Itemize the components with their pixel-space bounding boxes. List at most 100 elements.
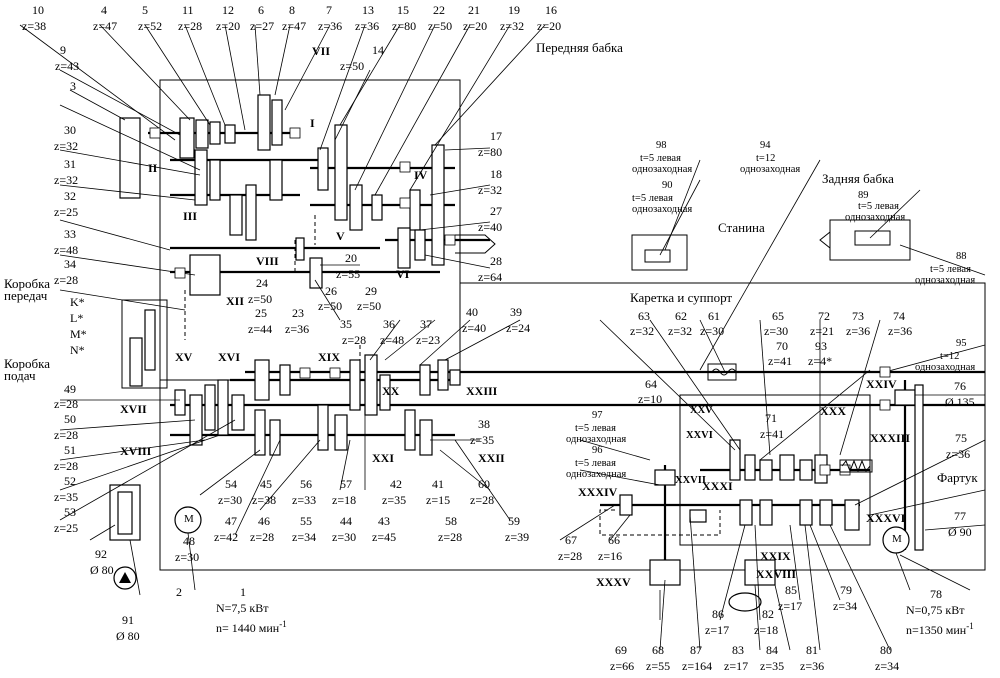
gear-number: 7: [326, 3, 332, 17]
gear-teeth: z=20: [463, 19, 488, 33]
gear-teeth: z=21: [810, 324, 835, 338]
headstock-title: Передняя бабка: [536, 40, 623, 55]
gear-number: 9: [60, 43, 66, 57]
shaft-label: VIII: [256, 254, 279, 268]
gear-teeth: z=50: [357, 299, 382, 313]
gear-teeth: z=28: [558, 549, 583, 563]
gear-teeth: z=32: [668, 324, 693, 338]
bed-frame: [159, 282, 986, 571]
motor-78-speed: n=1350 мин-1: [906, 621, 974, 637]
gear-teeth: z=10: [638, 392, 663, 406]
apron-title: Фартук: [937, 470, 978, 485]
screw-89-pitch: t=5 левая: [858, 201, 899, 212]
label-K: K*: [70, 295, 85, 309]
gearbox-block-K: [129, 337, 143, 387]
gear-number: 56: [300, 477, 312, 491]
gear-teeth: z=44: [248, 322, 273, 336]
gear-teeth: z=20: [216, 19, 241, 33]
carriage-title: Каретка и суппорт: [630, 290, 733, 305]
gear-teeth: z=30: [332, 530, 357, 544]
shaft-label: XXIV: [866, 377, 897, 391]
gear-teeth: z=25: [54, 521, 79, 535]
gear-teeth: z=36: [355, 19, 380, 33]
gear-number: 16: [545, 3, 557, 17]
gear-teeth: z=50: [248, 292, 273, 306]
screw-96-number: 96: [592, 445, 603, 456]
gear-number: 10: [32, 3, 44, 17]
gear-teeth: z=24: [506, 321, 531, 335]
shaft-label: XII: [226, 294, 245, 308]
shaft-label: XV: [175, 350, 193, 364]
gear-number: 3: [70, 79, 76, 93]
gear-number: 34: [64, 257, 76, 271]
screw-89-type: однозаходная: [845, 212, 906, 223]
spindle-nose: [455, 234, 496, 254]
gear-number: 67: [565, 533, 577, 547]
gear-teeth: z=32: [630, 324, 655, 338]
gear-teeth: z=35: [54, 490, 79, 504]
gear-number: 79: [840, 583, 852, 597]
screw-97-number: 97: [592, 410, 603, 421]
pulley-76-diameter: Ø 135: [945, 395, 975, 409]
pulley-91-diameter: Ø 80: [116, 629, 140, 643]
gear-number: 80: [880, 643, 892, 657]
spring: [839, 459, 873, 473]
gear-teeth: z=25: [54, 205, 79, 219]
gear-number: 69: [615, 643, 627, 657]
gear-number: 85: [785, 583, 797, 597]
gear-number: 4: [101, 3, 107, 17]
gear-teeth: z=28: [178, 19, 203, 33]
gear-teeth: z=23: [416, 333, 441, 347]
shaft-label: XIX: [318, 350, 341, 364]
gear-teeth: z=33: [292, 493, 317, 507]
gear-number: 15: [397, 3, 409, 17]
gear-teeth: z=35: [382, 493, 407, 507]
gear-teeth: z=36: [888, 324, 913, 338]
gear-number: 61: [708, 309, 720, 323]
gear-teeth: z=28: [250, 530, 275, 544]
screw-98-number: 98: [656, 140, 667, 151]
gear-number: 53: [64, 505, 76, 519]
shaft-label: XXXV: [596, 575, 631, 589]
screw-95-type: однозаходная: [915, 362, 976, 373]
gear-number: 59: [508, 514, 520, 528]
gear-teeth: z=36: [285, 322, 310, 336]
bed-title: Станина: [718, 220, 765, 235]
motor-78-symbol: M: [892, 533, 902, 545]
screw-94-pitch: t=12: [756, 153, 776, 164]
motor-78-number: 78: [930, 587, 942, 601]
gear-teeth: z=39: [505, 530, 530, 544]
gear-teeth: z=28: [54, 428, 79, 442]
screw-94-type: однозаходная: [740, 164, 801, 175]
gear-number: 14: [372, 43, 384, 57]
gear-teeth: z=43: [55, 59, 80, 73]
gear-teeth: z=164: [682, 659, 713, 673]
gear-teeth: z=50: [428, 19, 453, 33]
gear-teeth: z=28: [54, 397, 79, 411]
shaft-label: XVII: [120, 402, 147, 416]
gear-number: 52: [64, 474, 76, 488]
gear-teeth: z=28: [54, 273, 79, 287]
gear-number: 23: [292, 306, 304, 320]
shaft-label: XXX: [820, 404, 846, 418]
gear-teeth: z=42: [214, 530, 239, 544]
label-N: N*: [70, 343, 85, 357]
gear-number: 47: [225, 514, 237, 528]
gear-number: 26: [325, 284, 337, 298]
screw-98-type: однозаходная: [632, 164, 693, 175]
shaft-label: III: [183, 209, 198, 223]
gear-number: 60: [478, 477, 490, 491]
gear-number: 58: [445, 514, 457, 528]
gear-number: 39: [510, 305, 522, 319]
gear-number: 72: [818, 309, 830, 323]
screw-97-type: однозаходная: [566, 434, 627, 445]
gear-number: 87: [690, 643, 702, 657]
feedbox-title: Коробка подач: [4, 356, 51, 383]
gear-number: 37: [420, 317, 432, 331]
gear-teeth: z=80: [478, 145, 503, 159]
gear-number: 75: [955, 431, 967, 445]
gear-number: 18: [490, 167, 502, 181]
gear-teeth: z=34: [875, 659, 900, 673]
gear-teeth: z=40: [478, 220, 503, 234]
